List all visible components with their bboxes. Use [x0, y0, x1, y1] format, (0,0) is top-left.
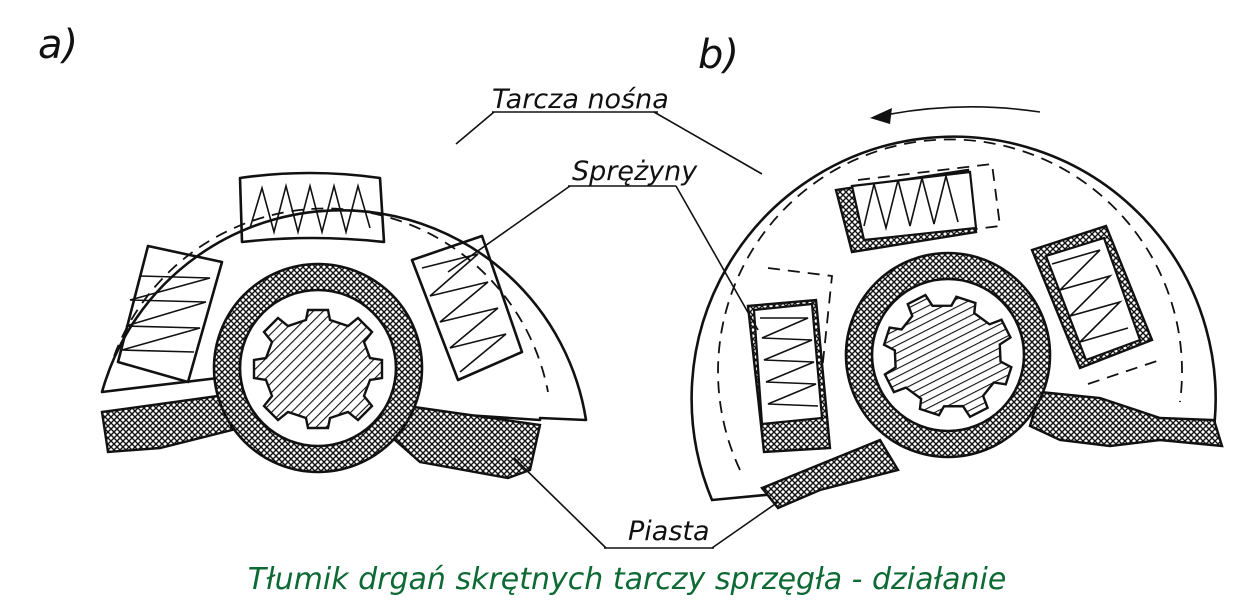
rotation-arrow-icon — [870, 106, 1041, 124]
spring-window-right-a — [410, 234, 524, 382]
figure-a: a) — [38, 22, 588, 480]
spring-window-top-b — [834, 163, 1002, 254]
carrier-dashed-circle-a — [107, 207, 549, 393]
figure-b: b) — [690, 32, 1224, 510]
spring-left-a — [121, 275, 211, 353]
spring-top-a — [249, 182, 371, 236]
spring-window-left-a — [116, 244, 224, 384]
spring-right-a — [421, 253, 507, 373]
spring-right-b — [1051, 249, 1129, 343]
figure-a-label: a) — [38, 22, 78, 68]
figure-b-label: b) — [698, 32, 739, 78]
carrier-disc-b — [690, 135, 1217, 502]
label-springs: Sprężyny — [447, 156, 759, 331]
svg-text:Sprężyny: Sprężyny — [572, 156, 698, 187]
figure-caption: Tłumik drgań skrętnych tarczy sprzęgła -… — [247, 562, 1007, 597]
hub-flange-a — [100, 393, 234, 454]
spring-top-b — [863, 175, 959, 232]
hub-flange-b-right — [1028, 390, 1224, 448]
svg-text:Piasta: Piasta — [628, 516, 710, 547]
hub-flange-a-right — [393, 403, 542, 480]
spring-left-b — [760, 317, 819, 407]
spring-window-left-b — [746, 267, 833, 454]
svg-text:Tarcza nośna: Tarcza nośna — [492, 84, 669, 115]
carrier-dashed-circle-b — [717, 138, 1183, 471]
splined-shaft-a — [252, 308, 384, 430]
spring-window-top-a — [238, 171, 386, 244]
splined-shaft-b — [882, 293, 1013, 419]
spring-window-right-b — [1030, 224, 1161, 385]
label-hub: Piasta — [513, 457, 779, 549]
label-carrier-disc: Tarcza nośna — [455, 84, 763, 175]
